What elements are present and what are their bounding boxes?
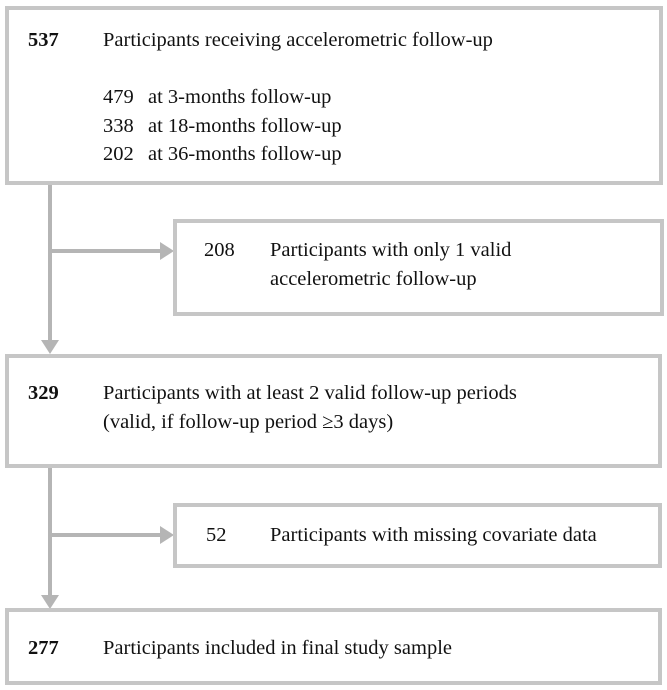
node-enrolled-label: Participants receiving accelerometric fo… (103, 29, 493, 51)
subitem-count: 479 (103, 86, 134, 108)
node-excluded-missing-covariates-headline: 52 Participants with missing covariate d… (206, 525, 597, 546)
node-final-sample-label: Participants included in final study sam… (103, 637, 453, 659)
subitem-count: 202 (103, 143, 134, 165)
node-at-least-two-valid-label-line2: (valid, if follow-up period ≥3 days) (103, 411, 394, 433)
node-box-excluded-missing-covariates (173, 503, 662, 568)
connector-trunk-lower (48, 468, 52, 595)
node-at-least-two-valid-count: 329 (28, 382, 59, 404)
subitem-count: 338 (103, 115, 134, 137)
node-box-at-least-two-valid (5, 354, 662, 468)
arrow-down-icon (41, 595, 59, 609)
connector-branch-to-excluded-missing-covariates (52, 533, 164, 537)
arrow-right-icon (160, 242, 174, 260)
node-final-sample-headline: 277 Participants included in final study… (28, 638, 452, 659)
node-box-excluded-one-valid (173, 219, 664, 316)
node-final-sample-count: 277 (28, 637, 59, 659)
node-box-final-sample (5, 608, 662, 685)
node-enrolled-subitem: 338 at 18-months follow-up (103, 116, 342, 137)
node-excluded-one-valid-count: 208 (204, 239, 235, 261)
node-box-enrolled (5, 6, 663, 185)
node-enrolled-subitem: 479 at 3-months follow-up (103, 87, 331, 108)
node-excluded-one-valid-label-line2: accelerometric follow-up (270, 268, 477, 290)
node-enrolled-headline: 537 Participants receiving accelerometri… (28, 30, 493, 51)
node-at-least-two-valid-label-line1: Participants with at least 2 valid follo… (103, 382, 517, 404)
node-excluded-missing-covariates-label: Participants with missing covariate data (270, 524, 597, 546)
connector-branch-to-excluded-one-valid (52, 249, 164, 253)
subitem-label: at 36-months follow-up (148, 143, 342, 165)
connector-trunk-upper (48, 185, 52, 340)
node-excluded-one-valid-label-line1: Participants with only 1 valid (270, 239, 512, 261)
arrow-right-icon (160, 526, 174, 544)
subitem-label: at 18-months follow-up (148, 115, 342, 137)
arrow-down-icon (41, 340, 59, 354)
node-enrolled-count: 537 (28, 29, 59, 51)
node-excluded-missing-covariates-count: 52 (206, 524, 227, 546)
subitem-label: at 3-months follow-up (148, 86, 332, 108)
node-enrolled-subitem: 202 at 36-months follow-up (103, 144, 342, 165)
node-at-least-two-valid-headline: 329 Participants with at least 2 valid f… (28, 383, 517, 404)
node-excluded-one-valid-headline: 208 Participants with only 1 valid (204, 240, 511, 261)
